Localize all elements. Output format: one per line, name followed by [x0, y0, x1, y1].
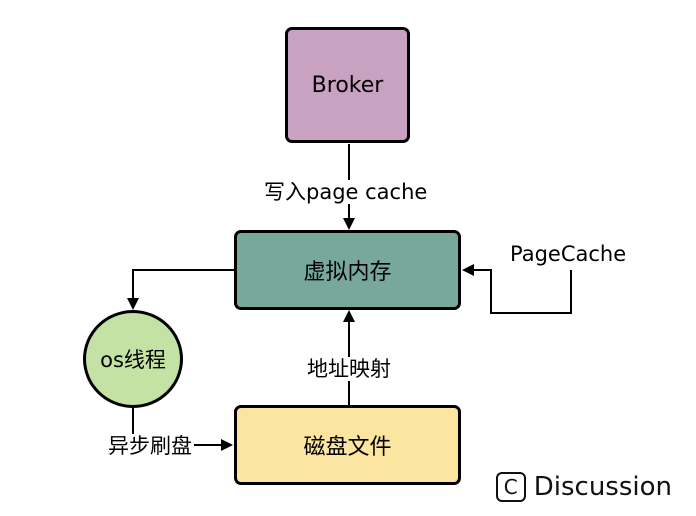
edge-pagecache-to-vm — [462, 264, 572, 314]
edge-label-address-mapping: 地址映射 — [307, 357, 391, 381]
copyright-icon: C — [495, 472, 526, 502]
os-thread-node: os线程 — [83, 310, 183, 408]
edge-vm-to-osthread — [127, 269, 234, 310]
broker-node: Broker — [285, 27, 410, 143]
disk-file-node: 磁盘文件 — [234, 405, 461, 485]
disk-file-label: 磁盘文件 — [303, 435, 392, 460]
virtual-memory-node: 虚拟内存 — [234, 230, 461, 310]
edge-label-async-flush: 异步刷盘 — [108, 434, 194, 458]
watermark-text: Discussion — [533, 472, 672, 502]
edge-label-page-cache: PageCache — [510, 242, 627, 266]
edge-label-write-page-cache: 写入page cache — [264, 180, 428, 204]
virtual-memory-label: 虚拟内存 — [303, 260, 392, 285]
discussion-watermark: C Discussion — [495, 472, 672, 502]
broker-label: Broker — [311, 72, 384, 98]
os-thread-label: os线程 — [100, 348, 166, 372]
